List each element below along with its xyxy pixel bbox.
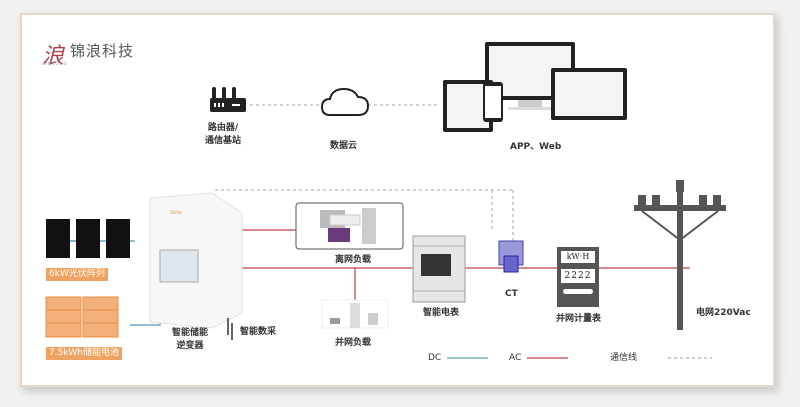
cloud-icon bbox=[320, 87, 370, 116]
grid-meter-digits: 2222 bbox=[561, 270, 595, 282]
digit: 2 bbox=[564, 271, 572, 281]
devices-icon bbox=[443, 42, 627, 132]
solar-panel-icon bbox=[46, 219, 130, 258]
grid-meter-unit: kW·H bbox=[566, 252, 590, 261]
brand-subtitle: GINLONG bbox=[42, 61, 68, 66]
inverter-label-line1: 智能储能 bbox=[172, 328, 209, 338]
ct-label: CT bbox=[505, 289, 518, 299]
router-label: 路由器/ 通信基站 bbox=[205, 122, 241, 148]
smart-meter-icon bbox=[412, 235, 466, 303]
offgrid-load-label: 离网负载 bbox=[335, 255, 372, 265]
brand-logo-mark: 浪 bbox=[42, 44, 65, 69]
legend-dc-label: DC bbox=[428, 353, 442, 363]
ongrid-load-label: 并网负载 bbox=[335, 338, 372, 348]
grid-label: 电网220Vac bbox=[696, 308, 751, 318]
datalogger-label: 智能数采 bbox=[240, 327, 277, 337]
inverter-label-line2: 逆变器 bbox=[176, 341, 204, 351]
smart-meter-label: 智能电表 bbox=[423, 308, 460, 318]
legend-comm-label: 通信线 bbox=[610, 353, 638, 363]
router-label-line1: 路由器/ bbox=[207, 123, 239, 133]
comm-lines bbox=[215, 104, 514, 245]
router-icon bbox=[210, 87, 246, 112]
utility-pole-icon bbox=[634, 180, 726, 330]
router-label-line2: 通信基站 bbox=[205, 136, 242, 146]
legend-ac-label: AC bbox=[509, 353, 522, 363]
inverter-icon: Solis bbox=[149, 192, 243, 335]
inverter-label: 智能储能 逆变器 bbox=[172, 327, 208, 353]
energy-meter-icon bbox=[557, 247, 599, 307]
digit: 2 bbox=[571, 271, 578, 281]
appliances-icon-ongrid bbox=[321, 299, 389, 329]
battery-icon bbox=[45, 296, 119, 338]
grid-meter-label: 并网计量表 bbox=[556, 314, 602, 324]
brand-name: 锦浪科技 bbox=[70, 42, 135, 60]
ac-lines bbox=[242, 229, 690, 300]
devices-label: APP、Web bbox=[510, 142, 562, 152]
digit: 2 bbox=[584, 271, 592, 281]
appliances-icon-offgrid bbox=[295, 202, 404, 250]
ct-clamp-icon bbox=[498, 240, 524, 273]
svg-text:Solis: Solis bbox=[170, 210, 182, 216]
digit: 2 bbox=[578, 271, 585, 281]
cloud-label: 数据云 bbox=[330, 141, 358, 151]
battery-label: 7.5kWh储能电池 bbox=[46, 347, 123, 360]
pv-array-label: 6kW光伏阵列 bbox=[46, 268, 108, 281]
